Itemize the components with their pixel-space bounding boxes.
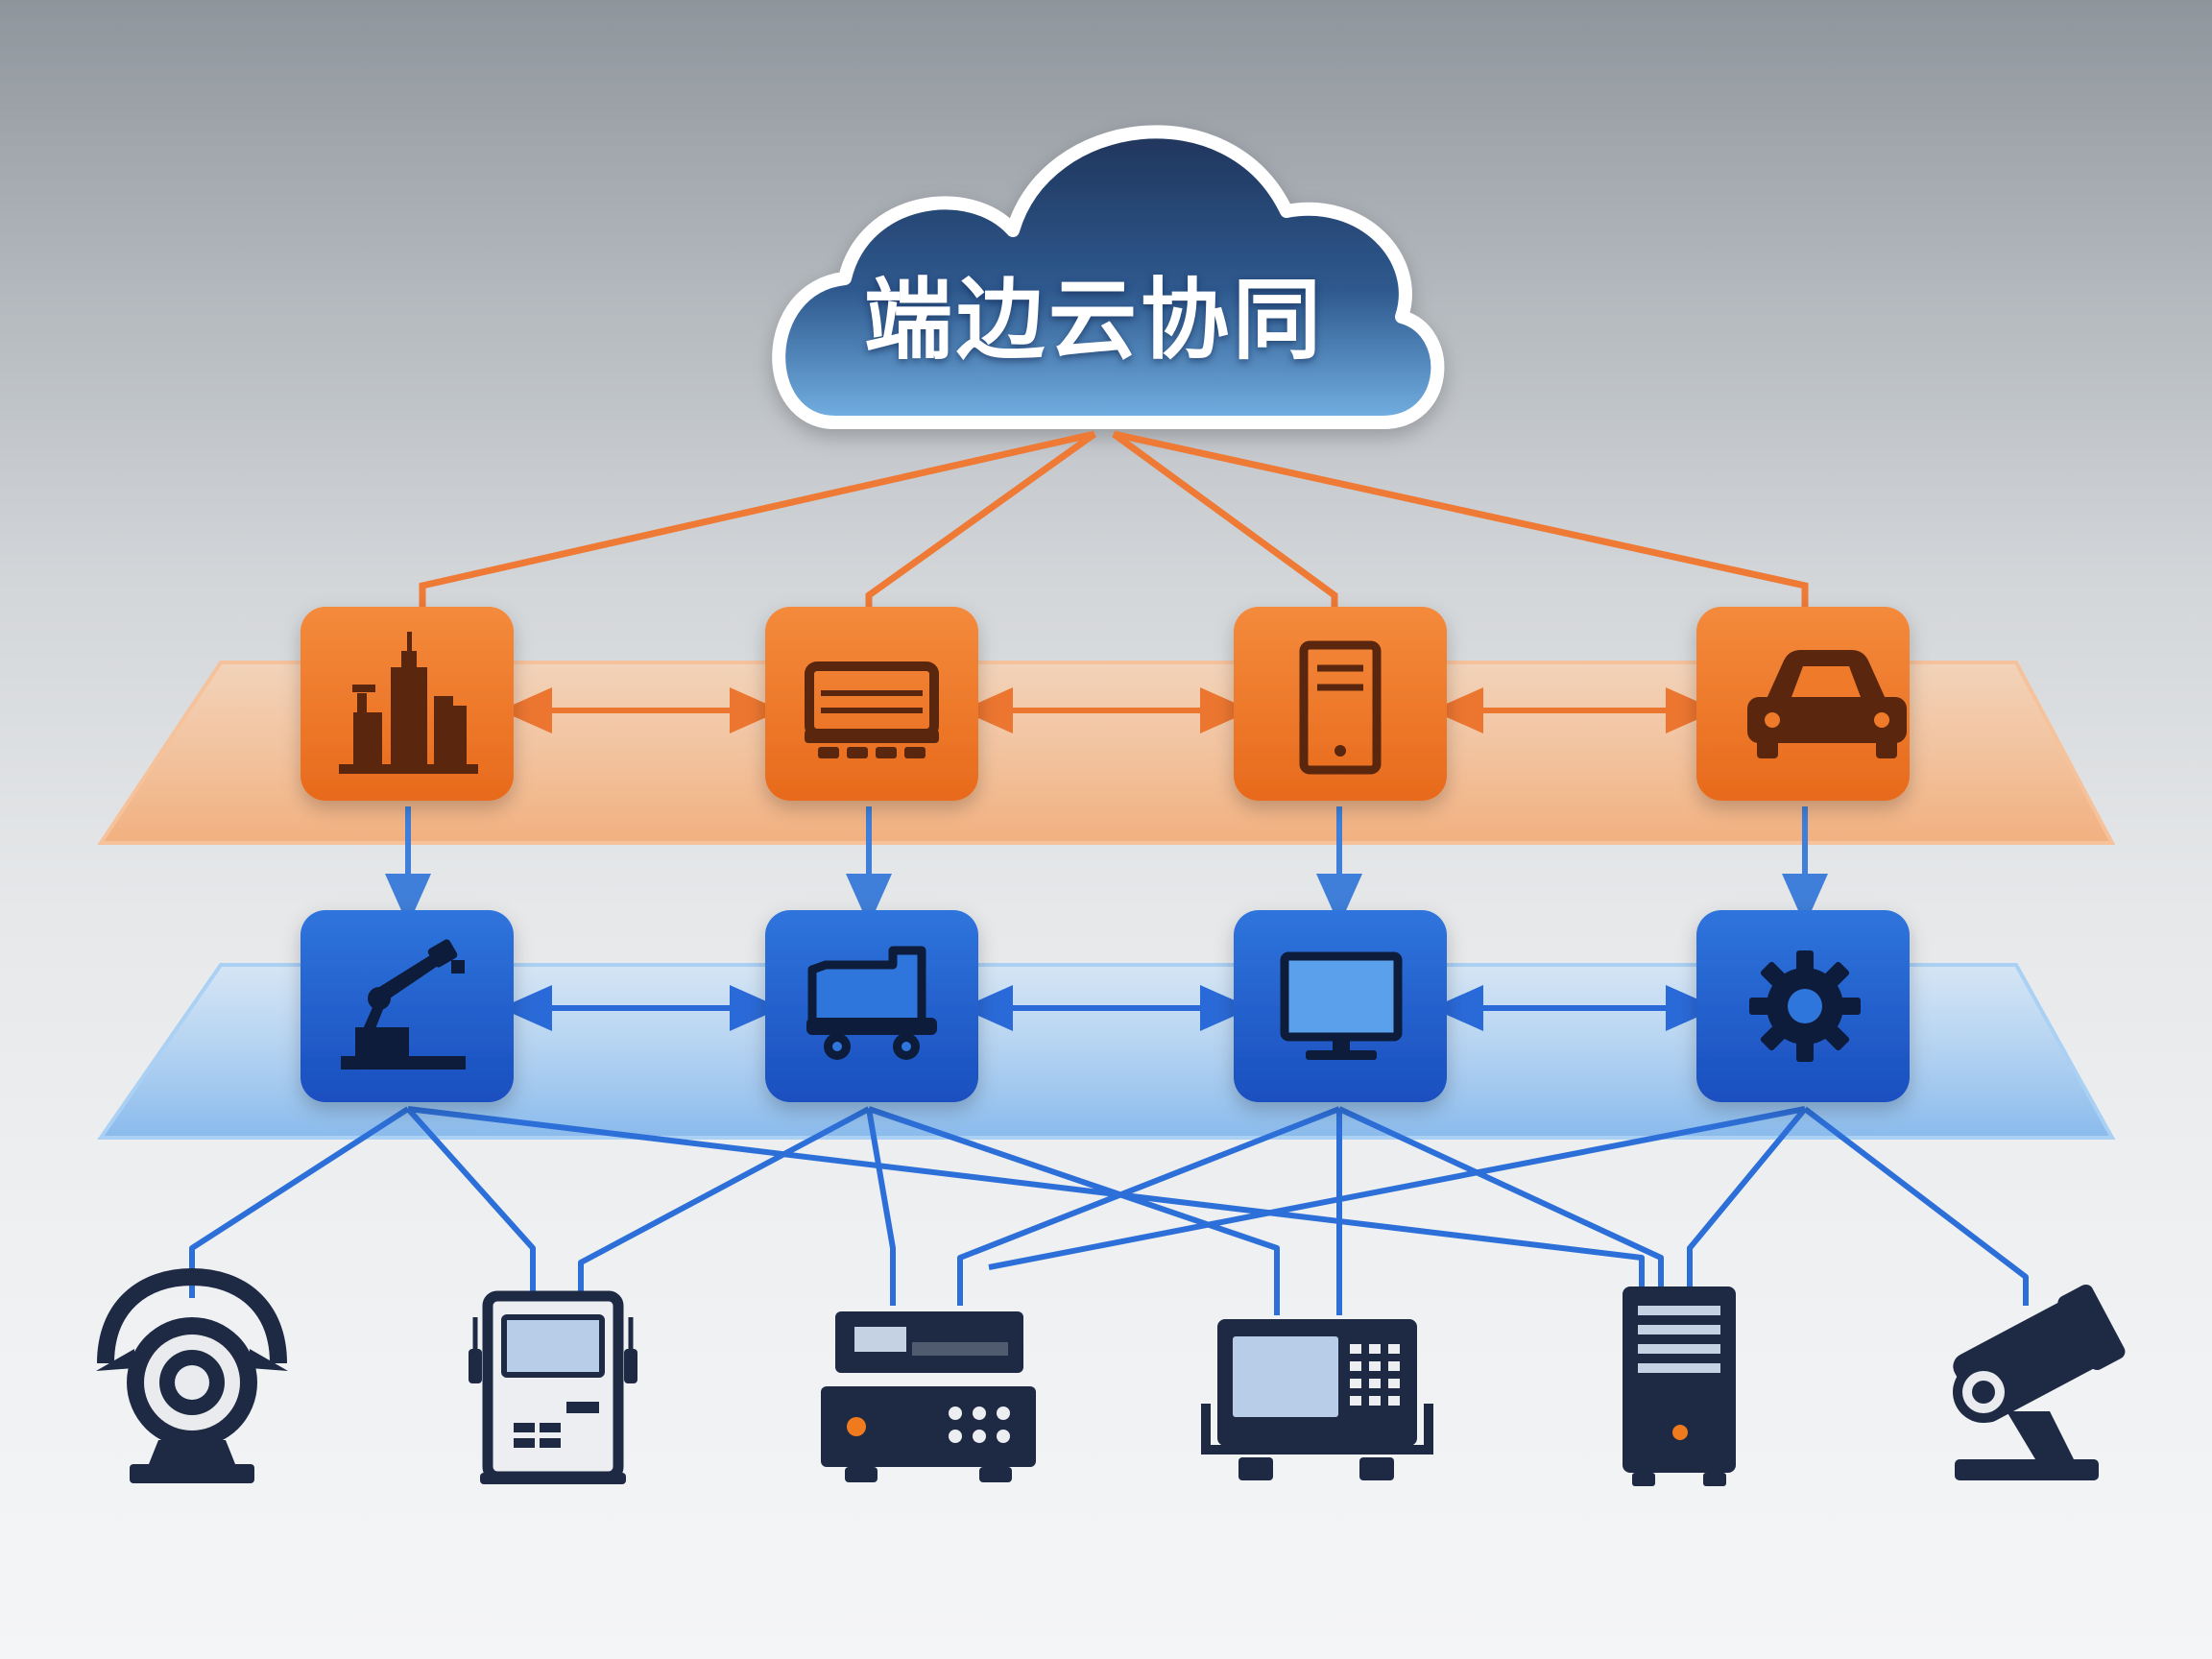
edge-node-factory[interactable]	[301, 607, 514, 801]
freight-car-icon	[805, 661, 939, 758]
device-node-robot[interactable]	[301, 910, 514, 1102]
car-icon	[1747, 650, 1907, 758]
edge-node-car[interactable]	[1696, 607, 1910, 801]
cloud-title: 端边云协同	[863, 268, 1325, 372]
terminal-camera[interactable]	[1947, 1282, 2128, 1480]
monitor-icon	[1280, 951, 1403, 1060]
device-node-gear[interactable]	[1696, 910, 1910, 1102]
control-cabinet-icon	[469, 1290, 637, 1484]
edge-node-freight[interactable]	[765, 607, 978, 801]
instrument-icon	[821, 1311, 1036, 1482]
terminal-instrument[interactable]	[821, 1311, 1036, 1482]
terminal-sensor[interactable]	[96, 1267, 288, 1483]
sensor-icon	[96, 1267, 288, 1483]
terminal-server[interactable]	[1623, 1286, 1736, 1486]
terminal-panel-icon	[1201, 1319, 1433, 1480]
device-node-monitor[interactable]	[1234, 910, 1447, 1102]
edge-to-device-links	[385, 806, 1828, 926]
cloud-to-edge-links	[419, 430, 1809, 611]
robot-arm-icon	[341, 939, 466, 1070]
device-to-terminal-links	[189, 1106, 2029, 1315]
server-tower-icon	[1299, 640, 1382, 775]
cloud-icon	[772, 125, 1445, 429]
device-node-truck[interactable]	[765, 910, 978, 1102]
server-icon	[1623, 1286, 1736, 1486]
terminal-cabinet[interactable]	[469, 1290, 637, 1484]
terminal-panel[interactable]	[1201, 1319, 1433, 1480]
gear-icon	[1749, 950, 1861, 1062]
camera-icon	[1953, 1284, 2126, 1480]
factory-icon	[339, 632, 478, 774]
truck-icon	[806, 946, 937, 1060]
edge-node-server[interactable]	[1234, 607, 1447, 801]
